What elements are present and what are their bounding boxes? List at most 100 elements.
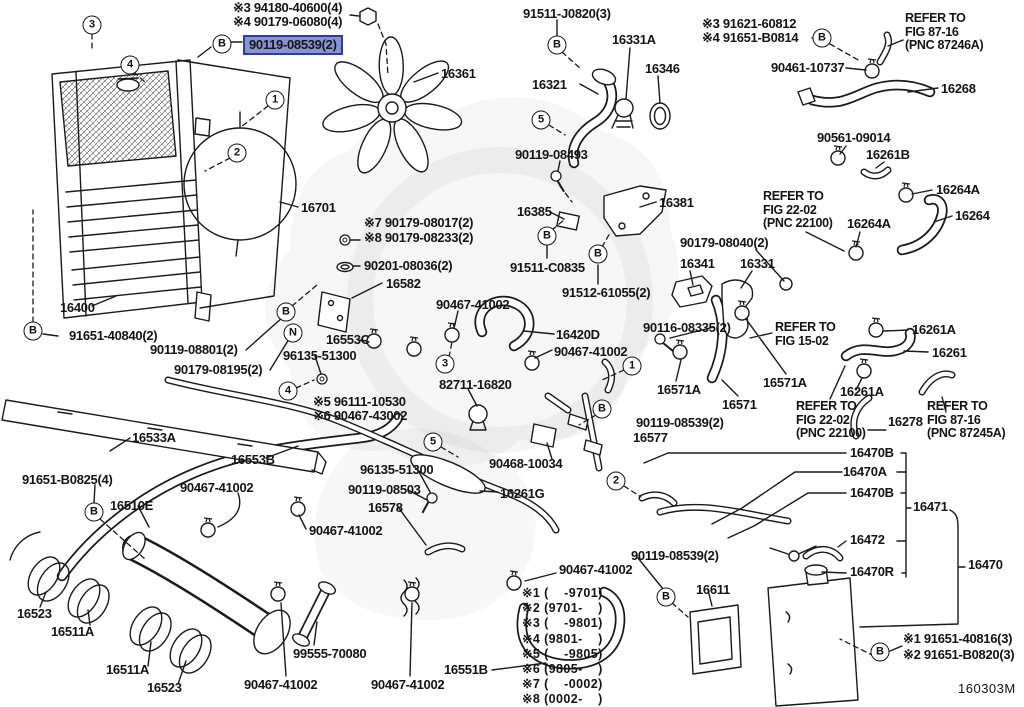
- part-label-96135-51300-2[interactable]: 96135-51300: [360, 462, 434, 477]
- part-label-16533a[interactable]: 16533A: [132, 430, 176, 445]
- part-label-90467-41002-4[interactable]: 90467-41002: [180, 480, 254, 495]
- part-label-90116-08335-2[interactable]: 90116-08335(2): [643, 320, 731, 335]
- note-row-8: ※8 (0002- ): [522, 692, 603, 707]
- part-label-5-96111-10530[interactable]: ※5 96111-10530: [313, 394, 406, 409]
- part-label-16470[interactable]: 16470: [968, 557, 1003, 572]
- part-label-90561-09014[interactable]: 90561-09014: [817, 130, 891, 145]
- part-label-3-94180-40600-4[interactable]: ※3 94180-40600(4): [233, 0, 343, 15]
- part-label-16321[interactable]: 16321: [532, 77, 567, 92]
- reservoir-tank: [767, 545, 859, 707]
- part-label-16261[interactable]: 16261: [932, 345, 967, 360]
- part-label-90119-08801-2[interactable]: 90119-08801(2): [150, 342, 238, 357]
- cooling-fan: [322, 36, 463, 174]
- part-label-2-91651-b0820-3[interactable]: ※2 91651-B0820(3): [903, 647, 1015, 662]
- part-label-16523-2[interactable]: 16523: [147, 680, 182, 695]
- bracket-16533a: [1, 399, 319, 473]
- part-label-16470b-2[interactable]: 16470B: [850, 485, 894, 500]
- part-label-16261a[interactable]: 16261A: [912, 322, 956, 337]
- part-label-90467-41002-2[interactable]: 90467-41002: [554, 344, 628, 359]
- part-label-4-90179-06080-4[interactable]: ※4 90179-06080(4): [233, 14, 343, 29]
- part-label-6-90467-43002[interactable]: ※6 90467-43002: [313, 408, 408, 423]
- part-label-16331[interactable]: 16331: [740, 256, 775, 271]
- note-row-2: ※2 (9701- ): [522, 601, 603, 616]
- note-row-7: ※7 ( -0002): [522, 677, 603, 692]
- part-label-90119-08503[interactable]: 90119-08503: [348, 482, 421, 497]
- part-label-16553b[interactable]: 16553B: [231, 452, 275, 467]
- part-label-3-91621-60812[interactable]: ※3 91621-60812: [702, 16, 797, 31]
- part-label-16400[interactable]: 16400: [60, 300, 95, 315]
- part-label-16578[interactable]: 16578: [368, 500, 403, 515]
- note-row-3: ※3 ( -9801): [522, 616, 603, 631]
- part-label-99555-70080[interactable]: 99555-70080: [293, 646, 367, 661]
- part-label-90119-08493[interactable]: 90119-08493: [515, 147, 588, 162]
- part-label-90119-08539-2-3[interactable]: 90119-08539(2): [631, 548, 719, 563]
- part-label-90468-10034[interactable]: 90468-10034: [489, 456, 563, 471]
- part-label-96135-51300[interactable]: 96135-51300: [283, 348, 357, 363]
- part-label-16341[interactable]: 16341: [680, 256, 715, 271]
- part-label-16551b[interactable]: 16551B: [444, 662, 488, 677]
- callout-4-16: 4: [278, 381, 298, 401]
- part-label-16701[interactable]: 16701: [301, 200, 336, 215]
- part-label-16470r[interactable]: 16470R: [850, 564, 894, 579]
- part-label-16611[interactable]: 16611: [696, 582, 730, 597]
- part-label-16571[interactable]: 16571: [722, 397, 757, 412]
- leader-lines: [39, 14, 953, 685]
- part-label-16385[interactable]: 16385: [517, 204, 552, 219]
- part-label-16471[interactable]: 16471: [913, 499, 948, 514]
- part-label-91512-61055-2[interactable]: 91512-61055(2): [562, 285, 651, 300]
- part-label-90467-41002[interactable]: 90467-41002: [436, 297, 510, 312]
- part-label-16571a[interactable]: 16571A: [657, 382, 701, 397]
- part-label-16261g[interactable]: 16261G: [500, 486, 545, 501]
- part-label-1-91651-40816-3[interactable]: ※1 91651-40816(3): [903, 631, 1013, 646]
- callout-3-1: 3: [82, 15, 102, 35]
- part-label-91651-40840-2[interactable]: 91651-40840(2): [69, 328, 158, 343]
- part-label-16331a[interactable]: 16331A: [612, 32, 656, 47]
- part-label-16582[interactable]: 16582: [386, 276, 421, 291]
- part-label-90179-08040-2[interactable]: 90179-08040(2): [680, 235, 769, 250]
- part-label-90201-08036-2[interactable]: 90201-08036(2): [364, 258, 453, 273]
- part-label-16278[interactable]: 16278: [888, 414, 923, 429]
- callout-b-12: B: [537, 226, 557, 246]
- part-label-90467-41002-3[interactable]: 90467-41002: [309, 523, 383, 538]
- part-label-91511-c0835[interactable]: 91511-C0835: [510, 260, 585, 275]
- part-label-7-90179-08017-2[interactable]: ※7 90179-08017(2): [364, 215, 474, 230]
- part-label-16261a-2[interactable]: 16261A: [840, 384, 884, 399]
- part-label-82711-16820[interactable]: 82711-16820: [439, 377, 512, 392]
- part-label-91651-b0825-4[interactable]: 91651-B0825(4): [22, 472, 113, 487]
- part-label-8-90179-08233-2[interactable]: ※8 90179-08233(2): [364, 230, 474, 245]
- part-label-16553c[interactable]: 16553C: [326, 332, 370, 347]
- part-label-90467-41002-6[interactable]: 90467-41002: [371, 677, 445, 692]
- callout-5-7: 5: [531, 110, 551, 130]
- part-label-90119-08539-2[interactable]: 90119-08539(2): [243, 35, 343, 55]
- part-label-90467-41002-5[interactable]: 90467-41002: [244, 677, 318, 692]
- part-label-16361[interactable]: 16361: [441, 66, 476, 81]
- part-label-16268[interactable]: 16268: [941, 81, 976, 96]
- part-label-16381[interactable]: 16381: [659, 195, 694, 210]
- part-label-16577[interactable]: 16577: [633, 430, 668, 445]
- part-label-16346[interactable]: 16346: [645, 61, 680, 76]
- part-label-16261b[interactable]: 16261B: [866, 147, 910, 162]
- callout-b-10: B: [276, 302, 296, 322]
- part-label-16264a[interactable]: 16264A: [936, 182, 980, 197]
- callout-n-11: N: [283, 323, 303, 343]
- part-label-90179-08195-2[interactable]: 90179-08195(2): [174, 362, 263, 377]
- part-label-16510e[interactable]: 16510E: [110, 498, 154, 513]
- part-label-90467-41002-7[interactable]: 90467-41002: [559, 562, 633, 577]
- part-label-16571a-2[interactable]: 16571A: [763, 375, 807, 390]
- part-label-16523[interactable]: 16523: [17, 606, 52, 621]
- part-label-16511a-2[interactable]: 16511A: [106, 662, 150, 677]
- bracket-16611: [689, 604, 742, 675]
- part-label-16470a[interactable]: 16470A: [843, 464, 887, 479]
- part-label-4-91651-b0814[interactable]: ※4 91651-B0814: [702, 30, 799, 45]
- part-label-16264[interactable]: 16264: [955, 208, 990, 223]
- callout-1-3: 1: [265, 90, 285, 110]
- part-label-90461-10737[interactable]: 90461-10737: [771, 60, 845, 75]
- part-label-16264a-2[interactable]: 16264A: [847, 216, 891, 231]
- part-label-16470b[interactable]: 16470B: [850, 445, 894, 460]
- part-label-16472[interactable]: 16472: [850, 532, 885, 547]
- part-label-16420d[interactable]: 16420D: [556, 327, 600, 342]
- note-row-1: ※1 ( -9701): [522, 586, 603, 600]
- part-label-16511a[interactable]: 16511A: [51, 624, 95, 639]
- part-label-91511-j0820-3[interactable]: 91511-J0820(3): [523, 6, 611, 21]
- part-label-90119-08539-2-2[interactable]: 90119-08539(2): [636, 415, 724, 430]
